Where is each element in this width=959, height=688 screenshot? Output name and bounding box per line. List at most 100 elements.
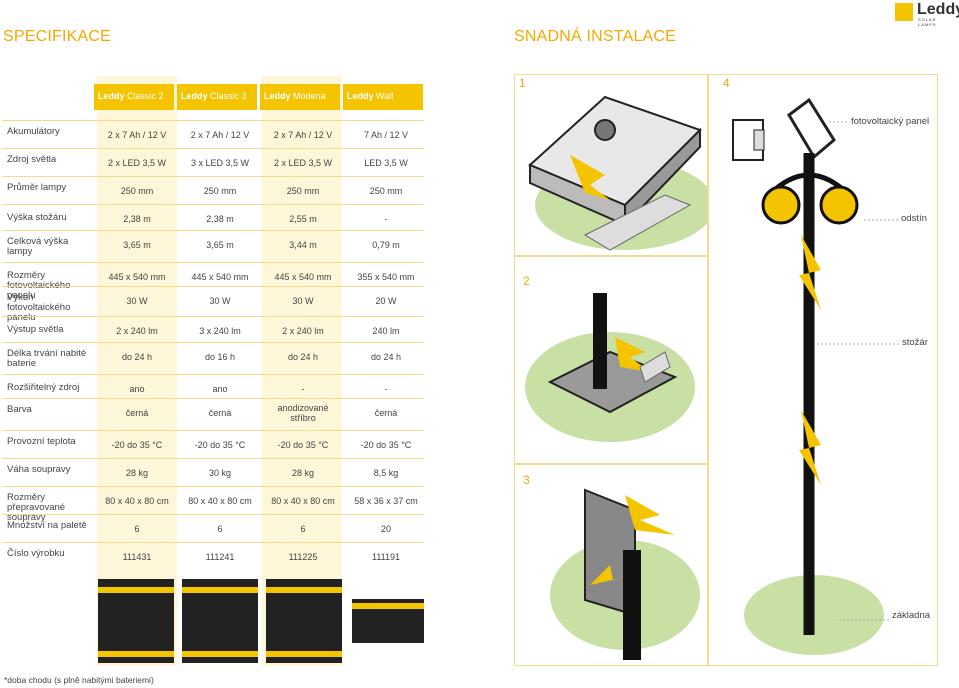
assembled-lamp-illustration: [732, 97, 899, 655]
spec-cell: 3,44 m: [289, 240, 317, 250]
install-step-1: 1: [514, 74, 708, 256]
spec-cell: 445 x 540 mm: [191, 272, 249, 282]
product-logo: Leddy: [98, 91, 125, 101]
callout-shade: odstín: [901, 213, 927, 224]
spec-cell: 2 x 240 lm: [282, 326, 324, 336]
product-box-image: [98, 579, 174, 663]
spec-cell: 58 x 36 x 37 cm: [354, 496, 418, 506]
product-logo: Leddy: [181, 91, 208, 101]
product-name: Classic 2: [127, 91, 164, 101]
spec-cell: 445 x 540 mm: [108, 272, 166, 282]
spec-cell: 30 W: [209, 296, 231, 306]
step-number: 2: [523, 274, 530, 288]
product-logo: Leddy: [347, 91, 374, 101]
spec-cell: 28 kg: [125, 468, 149, 478]
spec-cell: 111191: [371, 552, 401, 562]
spec-cell: 6: [217, 524, 223, 534]
spec-cell: 2 x LED 3,5 W: [273, 158, 333, 168]
product-logo: Leddy: [264, 91, 291, 101]
install-step-2: 2: [514, 256, 708, 464]
spec-cell: 111225: [288, 552, 318, 562]
spec-cell: 2,55 m: [289, 214, 317, 224]
spec-title: SPECIFIKACE: [3, 28, 112, 45]
spec-cell: 3 x 240 lm: [199, 326, 241, 336]
spec-cell: 6: [134, 524, 140, 534]
spec-table: Leddy Classic 2 Leddy Classic 3 Leddy Mo…: [2, 76, 424, 666]
logo-mark-icon: [895, 3, 913, 21]
spec-row-label: Celková výška lampy: [7, 236, 69, 257]
spec-row-label: Váha soupravy: [7, 464, 71, 475]
spec-cell: 250 mm: [286, 186, 320, 196]
spec-cell: 2 x LED 3,5 W: [107, 158, 167, 168]
spec-cell: ano: [212, 384, 228, 394]
spec-row-label: Rozšiřitelný zdroj: [7, 382, 80, 393]
spec-cell: 28 kg: [291, 468, 315, 478]
spec-row-label: Průměr lampy: [7, 182, 67, 193]
spec-cell: do 24 h: [370, 352, 402, 362]
product-name: Wall: [376, 91, 394, 101]
spec-row: Výkon fotovoltaického panelu 30 W 30 W 30 W…: [2, 286, 424, 323]
spec-cell: 2,38 m: [206, 214, 234, 224]
spec-row-label: Délka trvání nabité baterie: [7, 348, 87, 369]
spec-cell: 3,65 m: [206, 240, 234, 250]
spec-cell: 30 W: [126, 296, 148, 306]
spec-row-label: Barva: [7, 404, 32, 415]
product-header-classic2: Leddy Classic 2: [94, 84, 174, 110]
spec-cell: do 24 h: [287, 352, 319, 362]
step-number: 4: [723, 76, 730, 90]
spec-row: Rozměry fotovoltaického panelu 445 x 540 …: [2, 262, 424, 301]
install-step-4: 4 fotovoltaický panel odstín stožár zákl…: [708, 74, 938, 666]
spec-cell: 30 W: [292, 296, 314, 306]
logo-tagline: SOLAR LAMPS: [918, 17, 937, 27]
footnote: *doba chodu (s plně nabitými bateriemi): [4, 675, 154, 685]
spec-cell: -20 do 35 °C: [194, 440, 246, 450]
callout-pole: stožár: [902, 337, 928, 348]
spec-row-label: Číslo výrobku: [7, 548, 65, 559]
panel-attaching-illustration: [550, 488, 700, 660]
step-number: 3: [523, 473, 530, 487]
spec-row-label: Zdroj světla: [7, 154, 57, 165]
spec-cell: do 16 h: [204, 352, 236, 362]
panel-mounting-illustration: [528, 95, 707, 251]
spec-cell: 250 mm: [369, 186, 403, 196]
spec-row-label: Rozměry fotovoltaického panelu: [7, 270, 71, 301]
spec-cell: -20 do 35 °C: [277, 440, 329, 450]
spec-cell: -20 do 35 °C: [360, 440, 412, 450]
spec-cell: 0,79 m: [372, 240, 400, 250]
spec-cell: -: [301, 384, 305, 394]
spec-cell: 250 mm: [120, 186, 154, 196]
spec-cell: 2 x 7 Ah / 12 V: [273, 130, 333, 140]
product-header-wall: Leddy Wall: [343, 84, 423, 110]
spec-row-label: Výkon fotovoltaického panelu: [7, 292, 71, 323]
spec-cell: 3 x LED 3,5 W: [190, 158, 250, 168]
spec-row-label: Množství na paletě: [7, 520, 87, 531]
spec-cell: ano: [129, 384, 145, 394]
spec-cell: 2 x 7 Ah / 12 V: [107, 130, 167, 140]
spec-cell: 2 x 7 Ah / 12 V: [190, 130, 250, 140]
product-name: Classic 3: [210, 91, 247, 101]
spec-cell: 111431: [122, 552, 152, 562]
brand-logo: Leddy SOLAR LAMPS: [895, 1, 959, 27]
spec-cell: 7 Ah / 12 V: [363, 130, 409, 140]
spec-cell: 20 W: [375, 296, 397, 306]
spec-row-label: Výstup světla: [7, 324, 64, 335]
product-box-image: [266, 579, 342, 663]
spec-cell: 20: [380, 524, 391, 534]
product-name: Modena: [293, 91, 326, 101]
step-number: 1: [519, 76, 526, 90]
product-box-image: [182, 579, 258, 663]
spec-row: Zdroj světla 2 x LED 3,5 W 3 x LED 3,5 W 2 …: [2, 148, 424, 177]
logo-text: Leddy: [917, 1, 959, 18]
spec-row: Délka trvání nabité baterie do 24 h do 16 …: [2, 342, 424, 375]
spec-cell: 2,38 m: [123, 214, 151, 224]
install-title: SNADNÁ INSTALACE: [514, 28, 677, 45]
spec-row: Provozní teplota-20 do 35 °C-20 do 35 °C…: [2, 430, 424, 459]
callout-panel: fotovoltaický panel: [851, 116, 930, 127]
spec-cell: 80 x 40 x 80 cm: [188, 496, 252, 506]
